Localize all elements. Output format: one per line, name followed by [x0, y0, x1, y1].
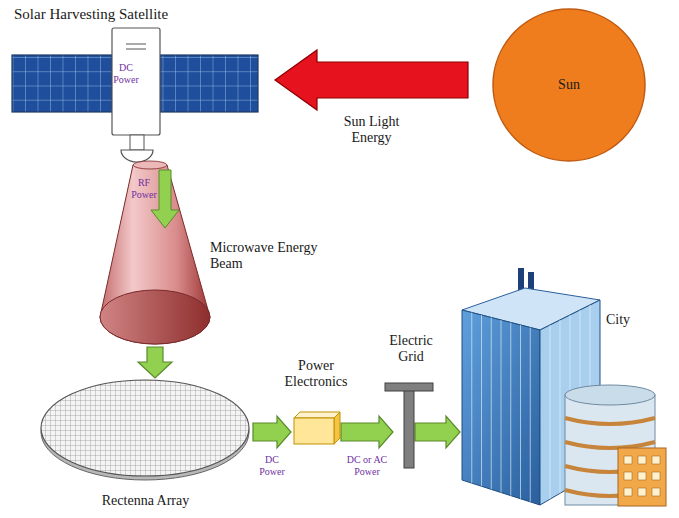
beam-top: [133, 161, 167, 169]
block-arrow: [415, 416, 460, 448]
block-arrow: [138, 347, 172, 378]
city-node: City: [452, 262, 674, 512]
body-detail: [126, 44, 146, 49]
grid-crossbar: [385, 383, 433, 391]
block-arrow: [253, 416, 291, 448]
satellite-node: Solar Harvesting Satellite DC Power: [10, 4, 262, 167]
box-side: [334, 412, 340, 444]
node-heading: Power Electronics: [283, 358, 349, 390]
box-front: [294, 418, 334, 444]
power-label: DC Power: [111, 62, 141, 85]
node-label: Sun: [490, 77, 648, 93]
annex: [618, 448, 666, 506]
arrow-label: DC Power: [257, 454, 287, 477]
beam-node: RF PowerMicrowave Energy Beam: [95, 165, 340, 347]
city-illustration: [452, 262, 674, 512]
satellite-illustration: [10, 4, 262, 167]
node-heading: City: [606, 312, 646, 328]
beam-cone: [100, 165, 210, 344]
solar-panel: [12, 55, 112, 112]
antenna-dish: [121, 150, 153, 162]
node-heading: Rectenna Array: [38, 493, 253, 509]
box-top: [294, 412, 340, 418]
arrow-label: Sun Light Energy: [332, 114, 412, 146]
node-heading: Electric Grid: [383, 333, 439, 365]
solar-panel: [160, 55, 258, 112]
electric-grid-node: Electric Grid: [383, 333, 439, 470]
power-label: RF Power: [130, 177, 158, 200]
rectenna-node: Rectenna Array: [38, 375, 253, 513]
beam-base: [100, 290, 210, 344]
node-heading: Solar Harvesting Satellite: [14, 6, 254, 23]
annex-windows: [624, 456, 660, 496]
block-arrow: [341, 416, 393, 448]
sun-node: Sun: [490, 8, 648, 163]
building-roof: [565, 385, 655, 405]
node-heading: Microwave Energy Beam: [210, 240, 335, 272]
dish-neck: [130, 135, 144, 150]
rectenna-mesh: [41, 380, 249, 476]
satellite-body: [112, 28, 160, 135]
grid-pole: [404, 390, 414, 468]
arrow-label: DC or AC Power: [342, 454, 392, 477]
power-electronics-node: Power Electronics: [283, 358, 349, 450]
rectenna-illustration: [38, 375, 253, 513]
block-arrow: [275, 50, 468, 110]
